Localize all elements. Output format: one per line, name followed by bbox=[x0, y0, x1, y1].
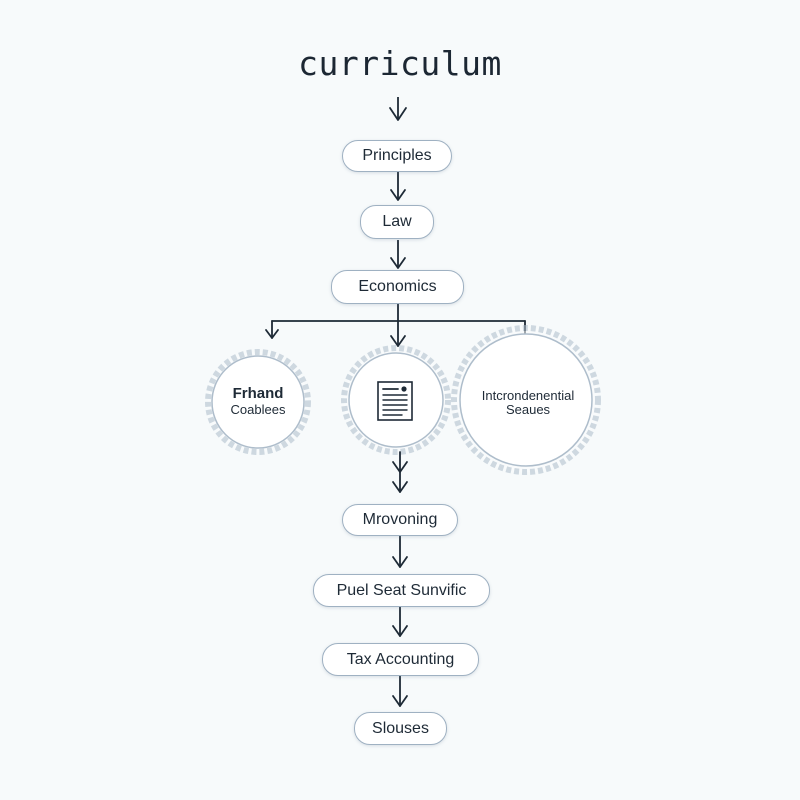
connector-puel-tax bbox=[392, 606, 408, 637]
connector-tax-slouses bbox=[392, 675, 408, 707]
node-principles[interactable]: Principles bbox=[342, 140, 452, 172]
connector-law-economics bbox=[390, 240, 406, 269]
node-economics[interactable]: Economics bbox=[331, 270, 464, 304]
document-icon bbox=[377, 381, 413, 421]
circle-frhand-line1: Frhand bbox=[232, 385, 284, 402]
title-arrow bbox=[389, 97, 407, 121]
circle-frhand bbox=[205, 349, 311, 455]
node-law[interactable]: Law bbox=[360, 205, 434, 239]
connector-mrovoning-puel bbox=[392, 535, 408, 568]
circle-intcrondenential-line2: Seaues bbox=[505, 402, 551, 418]
node-mrovoning[interactable]: Mrovoning bbox=[342, 504, 458, 536]
circle-intcrondenential-line1: Intcrondenential bbox=[481, 388, 575, 403]
circle-intcrondenential bbox=[451, 325, 601, 475]
circle-frhand-label: Frhand Coablees bbox=[216, 385, 300, 417]
diagram-title: curriculum bbox=[298, 44, 502, 83]
node-puel-seat-sunvific[interactable]: Puel Seat Sunvific bbox=[313, 574, 490, 607]
circle-intcrondenential-label: Intcrondenential Seaues bbox=[462, 388, 594, 418]
connector-circle-mrovoning bbox=[392, 451, 408, 493]
circle-frhand-line2: Coablees bbox=[230, 401, 286, 417]
node-slouses[interactable]: Slouses bbox=[354, 712, 447, 745]
connector-principles-law bbox=[390, 172, 406, 201]
node-tax-accounting[interactable]: Tax Accounting bbox=[322, 643, 479, 676]
